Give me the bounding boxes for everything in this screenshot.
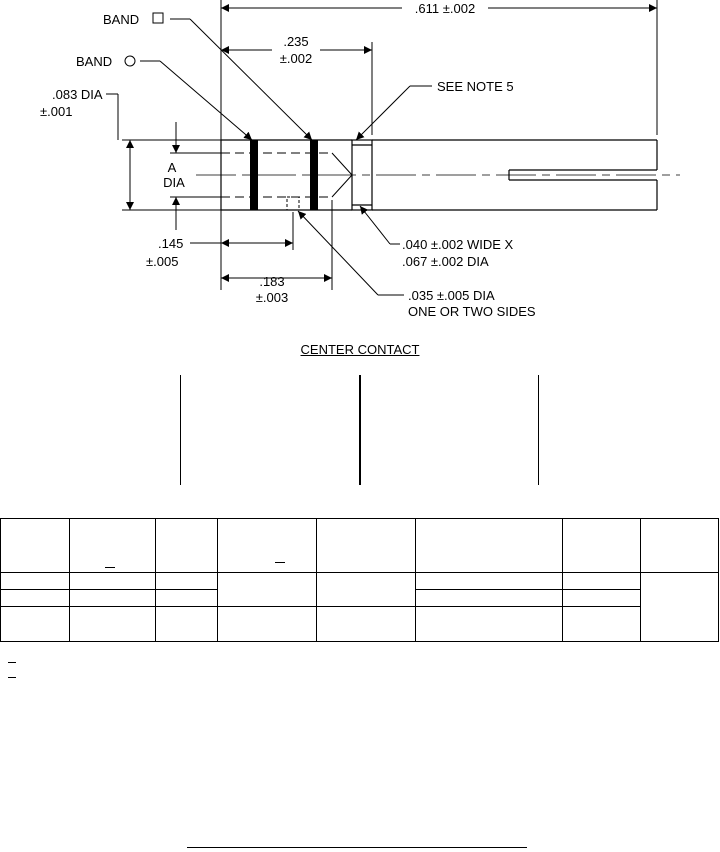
hole-position-tol: ±.005 <box>146 254 178 269</box>
side-hole <box>286 196 300 211</box>
overall-length-label: .611 ±.002 <box>415 1 475 16</box>
table-cell <box>640 518 719 573</box>
band-square-label: BAND <box>103 12 139 27</box>
table-cell <box>562 518 641 573</box>
table-cell <box>316 572 416 607</box>
drawing-caption: CENTER CONTACT <box>300 342 420 357</box>
center-contact-drawing: BAND BAND .611 ±.002 .235 ±.002 SEE NOTE… <box>40 0 680 319</box>
table-cell <box>155 572 218 590</box>
leader-lines <box>106 18 432 296</box>
table-cell <box>69 518 156 573</box>
table-cell <box>562 589 641 607</box>
groove-position-tol: ±.003 <box>256 290 288 305</box>
groove-position-value: .183 <box>259 274 284 289</box>
drill-point <box>331 152 353 198</box>
table-header-row <box>0 518 719 573</box>
table-cell <box>415 572 563 590</box>
table-cell <box>0 589 70 607</box>
table-row <box>0 572 719 642</box>
bottom-rule <box>187 847 527 848</box>
table-cell <box>415 589 563 607</box>
band-circle-label: BAND <box>76 54 112 69</box>
footnote-marker <box>275 562 285 563</box>
table-cell <box>217 572 317 607</box>
table-cell <box>0 518 70 573</box>
table-cell <box>415 606 563 642</box>
divider-line-left <box>180 375 181 485</box>
table-cell <box>0 572 70 590</box>
table-cell <box>69 572 156 590</box>
table-row <box>0 606 719 642</box>
band-position-tol: ±.002 <box>280 51 312 66</box>
table-cell <box>562 606 641 642</box>
circle-symbol <box>124 55 136 67</box>
band-position-value: .235 <box>283 34 308 49</box>
table-cell <box>217 518 317 573</box>
a-dia-label: DIA <box>163 175 185 190</box>
square-symbol <box>152 12 164 24</box>
footnote-marker <box>105 567 115 568</box>
hole-spec-line2: ONE OR TWO SIDES <box>408 304 536 319</box>
bore-dia-tol: ±.001 <box>40 104 72 119</box>
table-cell <box>155 606 218 642</box>
table-cell <box>155 589 218 607</box>
groove-spec-line2: .067 ±.002 DIA <box>402 254 489 269</box>
dimension-lines <box>122 0 658 290</box>
table-cell <box>69 589 156 607</box>
table-cell <box>415 518 563 573</box>
table-cell <box>0 606 70 642</box>
divider-line-right <box>538 375 539 485</box>
table-cell <box>316 606 416 642</box>
band-circle-mark <box>250 140 258 210</box>
hole-spec-line1: .035 ±.005 DIA <box>408 288 495 303</box>
footnote-marker-2 <box>8 677 16 678</box>
table-cell <box>69 606 156 642</box>
hole-position-value: .145 <box>158 236 183 251</box>
a-letter: A <box>168 160 177 175</box>
table-cell <box>562 572 641 590</box>
bore-dia-value: .083 DIA <box>52 87 103 102</box>
footnote-marker-1 <box>8 662 16 663</box>
spec-table <box>0 518 719 642</box>
groove-spec-line1: .040 ±.002 WIDE X <box>402 237 514 252</box>
table-cell <box>217 606 317 642</box>
divider-line-center <box>359 375 361 485</box>
table-cell <box>316 518 416 573</box>
table-cell <box>640 572 719 642</box>
table-row <box>0 589 719 607</box>
band-square-mark <box>310 140 318 210</box>
table-cell <box>155 518 218 573</box>
pin-end <box>372 139 658 211</box>
see-note-label: SEE NOTE 5 <box>437 79 514 94</box>
